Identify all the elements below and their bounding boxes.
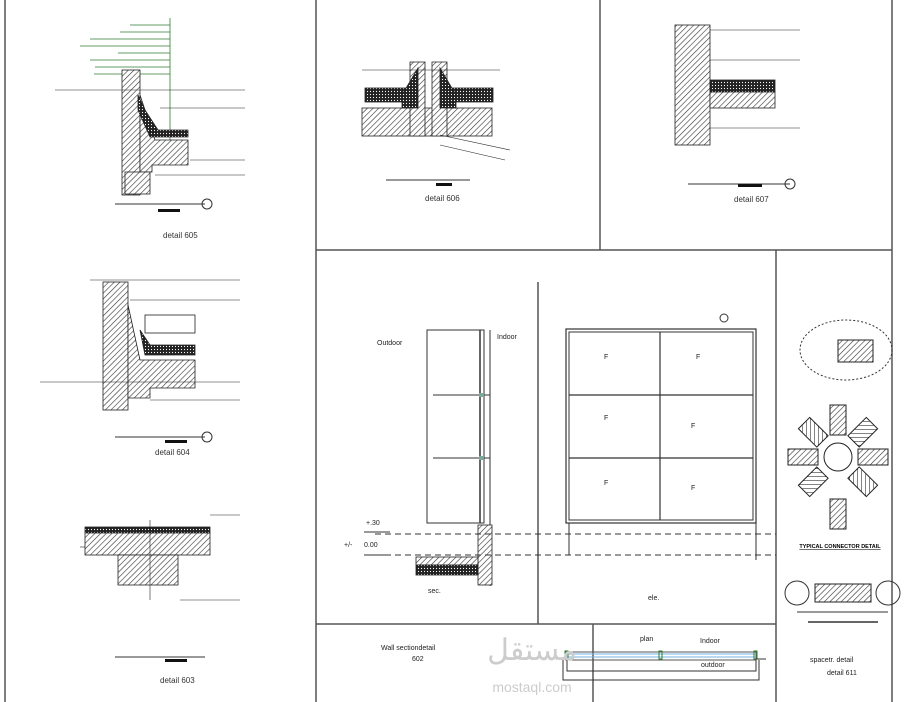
- panel-label: F: [691, 485, 695, 492]
- section-caption: sec.: [428, 588, 441, 595]
- connector-detail-title: TYPICAL CONNECTOR DETAIL: [799, 544, 881, 550]
- detail-605-drawing: detail 605: [55, 18, 245, 240]
- spacetruss-title: spacetr. detail: [810, 657, 854, 664]
- wall-section-title: Wall sectiondetail: [381, 645, 436, 652]
- section-indoor-label: Indoor: [497, 334, 518, 341]
- level-zero-sign: +/-: [344, 542, 353, 549]
- plan-outdoor-label: outdoor: [701, 662, 725, 669]
- plan-indoor-label: Indoor: [700, 638, 721, 645]
- arabic-annotation-lines-green: [80, 24, 170, 75]
- detail-606-drawing: detail 606: [361, 61, 511, 203]
- detail-605-label: detail 605: [163, 231, 198, 240]
- detail-603-drawing: detail 603: [80, 514, 240, 685]
- plan-title: plan: [640, 636, 653, 643]
- panel-label: F: [691, 423, 695, 430]
- panel-label: F: [696, 354, 700, 361]
- panel-label: F: [604, 480, 608, 487]
- watermark-latin: mostaql.com: [492, 679, 571, 695]
- spacetruss-drawing: TYPICAL CONNECTOR DETAIL spacetr. detail…: [784, 319, 901, 677]
- panel-label: F: [604, 354, 608, 361]
- detail-607-label: detail 607: [734, 195, 769, 204]
- wall-section-number: 602: [412, 656, 424, 663]
- watermark-arabic: مستقل: [487, 634, 577, 667]
- panel-label: F: [604, 415, 608, 422]
- detail-607-drawing: detail 607: [674, 24, 800, 204]
- detail-604-label: detail 604: [155, 448, 190, 457]
- spacetruss-number: detail 611: [827, 670, 857, 677]
- elevation-caption: ele.: [648, 595, 659, 602]
- detail-604-drawing: detail 604: [40, 279, 240, 457]
- plan-drawing: plan Indoor outdoor: [556, 636, 766, 681]
- wall-section-drawing: Outdoor Indoor +.30 +/- 0.00 sec.: [344, 329, 776, 595]
- detail-606-label: detail 606: [425, 194, 460, 203]
- detail-603-label: detail 603: [160, 676, 195, 685]
- sheet-frame: [4, 0, 893, 702]
- level-zero-label: 0.00: [364, 542, 378, 549]
- level-top-label: +.30: [366, 520, 380, 527]
- elevation-drawing: F F F F F F ele.: [565, 313, 757, 602]
- section-outdoor-label: Outdoor: [377, 340, 403, 347]
- connector-node-icon: [787, 404, 889, 530]
